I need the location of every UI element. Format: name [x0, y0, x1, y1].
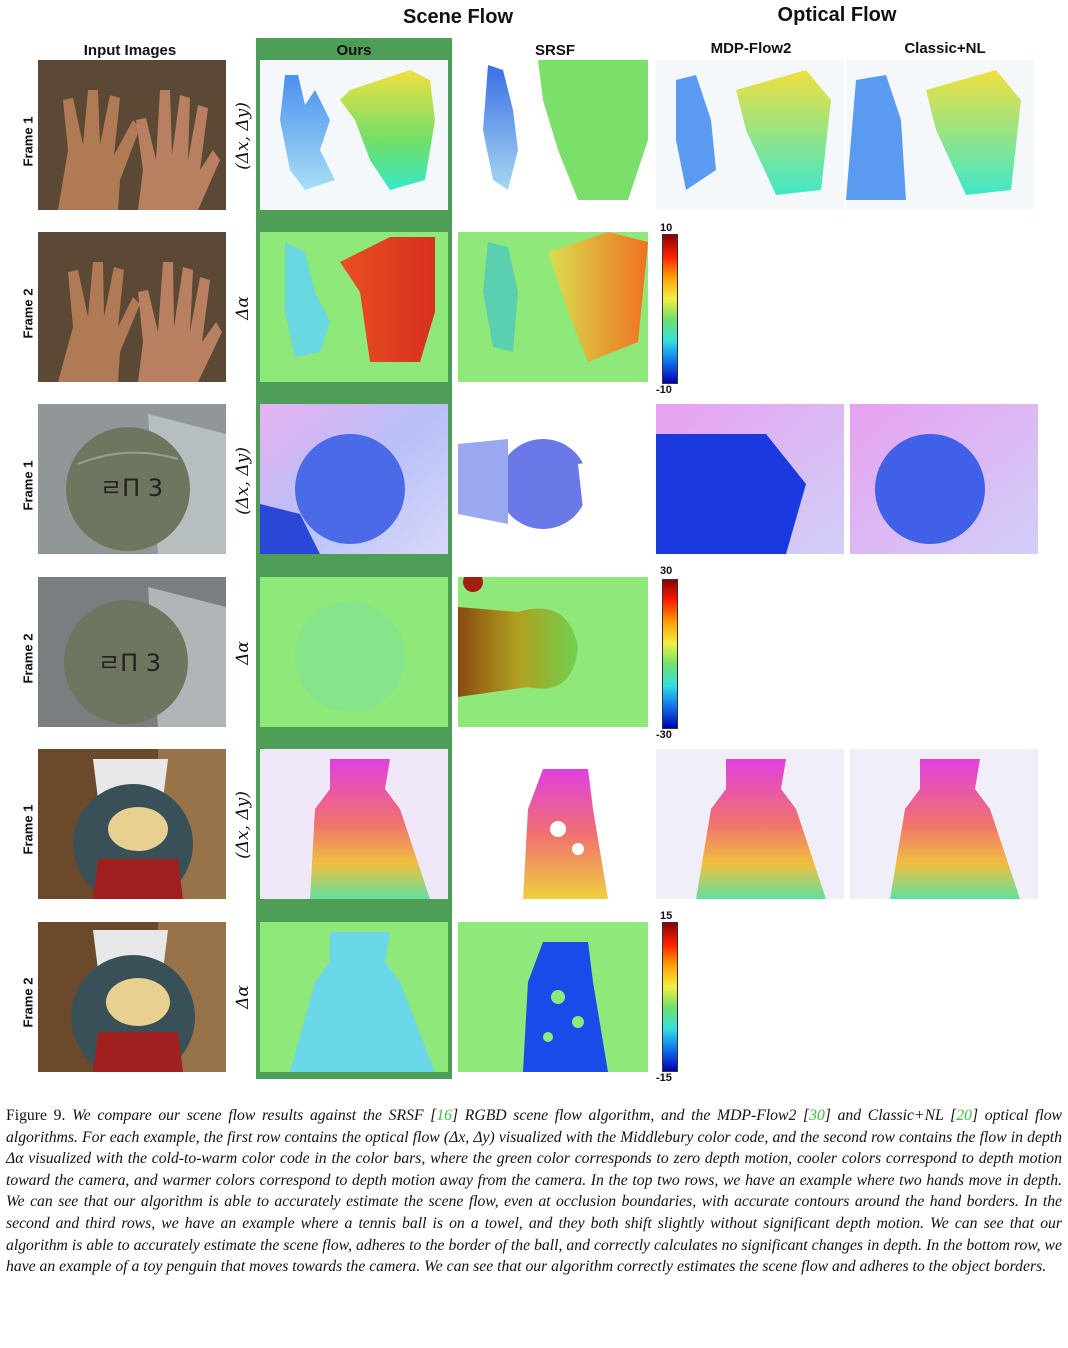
frame-label: Frame 2 — [20, 977, 36, 1028]
srsf-flow-penguin — [458, 749, 648, 899]
mdp-flow-hands — [656, 60, 844, 210]
citation-link[interactable]: 20 — [956, 1107, 972, 1124]
citation-link[interactable]: 30 — [809, 1107, 825, 1124]
srsf-depth-ball — [458, 577, 648, 727]
classic-flow-penguin — [850, 749, 1038, 899]
flow-type-label: (Δx, Δy) — [233, 791, 253, 859]
flow-type-label: (Δx, Δy) — [233, 447, 253, 515]
input-image-hands-frame2 — [38, 232, 226, 382]
column-header-mdp: MDP-Flow2 — [710, 40, 792, 57]
classic-flow-hands — [846, 60, 1034, 210]
input-image-ball-frame1: ㄹΠ 3 — [38, 404, 226, 554]
frame-label: Frame 2 — [20, 288, 36, 339]
srsf-depth-hands — [458, 232, 648, 382]
srsf-depth-penguin — [458, 922, 648, 1072]
ours-depth-hands — [260, 232, 448, 382]
ours-flow-hands — [260, 60, 448, 210]
ours-column-highlight — [256, 38, 452, 1079]
input-image-hands-frame1 — [38, 60, 226, 210]
colorbar-max-label: 15 — [660, 910, 673, 922]
classic-flow-ball — [850, 404, 1038, 554]
scene-flow-header: Scene Flow — [402, 6, 514, 28]
colorbar — [662, 922, 678, 1072]
citation-link[interactable]: 16 — [436, 1107, 452, 1124]
mdp-flow-penguin — [656, 749, 844, 899]
colorbar-min-label: -10 — [656, 384, 672, 396]
input-image-ball-frame2: ㄹΠ 3 — [38, 577, 226, 727]
srsf-flow-hands — [458, 60, 648, 210]
column-header-input: Input Images — [83, 42, 177, 59]
frame-label: Frame 1 — [20, 804, 36, 855]
input-image-penguin-frame2 — [38, 922, 226, 1072]
colorbar-min-label: -30 — [656, 729, 672, 741]
flow-type-label: (Δx, Δy) — [233, 102, 253, 170]
srsf-flow-ball — [458, 404, 648, 554]
ball-text: ㄹΠ 3 — [98, 649, 161, 677]
caption-lead: Figure 9. — [6, 1107, 66, 1124]
caption-text: We compare our scene flow results agains… — [6, 1107, 1063, 1276]
flow-type-label: Δα — [233, 296, 253, 320]
column-header-ours: Ours — [336, 42, 372, 59]
ball-text: ㄹΠ 3 — [100, 474, 163, 502]
colorbar — [662, 234, 678, 384]
optical-flow-header: Optical Flow — [777, 4, 897, 26]
frame-label: Frame 1 — [20, 460, 36, 511]
colorbar-max-label: 30 — [660, 565, 673, 577]
figure-caption: Figure 9. We compare our scene flow resu… — [6, 1105, 1062, 1278]
column-header-classic: Classic+NL — [904, 40, 986, 57]
colorbar-max-label: 10 — [660, 222, 673, 234]
input-image-penguin-frame1 — [38, 749, 226, 899]
ours-depth-penguin — [260, 922, 448, 1072]
ours-depth-ball — [260, 577, 448, 727]
colorbar-min-label: -15 — [656, 1072, 672, 1084]
column-header-srsf: SRSF — [534, 42, 575, 59]
mdp-flow-ball — [656, 404, 844, 554]
ours-flow-penguin — [260, 749, 448, 899]
frame-label: Frame 1 — [20, 116, 36, 167]
flow-type-label: Δα — [233, 985, 253, 1009]
colorbar — [662, 579, 678, 729]
frame-label: Frame 2 — [20, 633, 36, 684]
ours-flow-ball — [260, 404, 448, 554]
flow-type-label: Δα — [233, 641, 253, 665]
